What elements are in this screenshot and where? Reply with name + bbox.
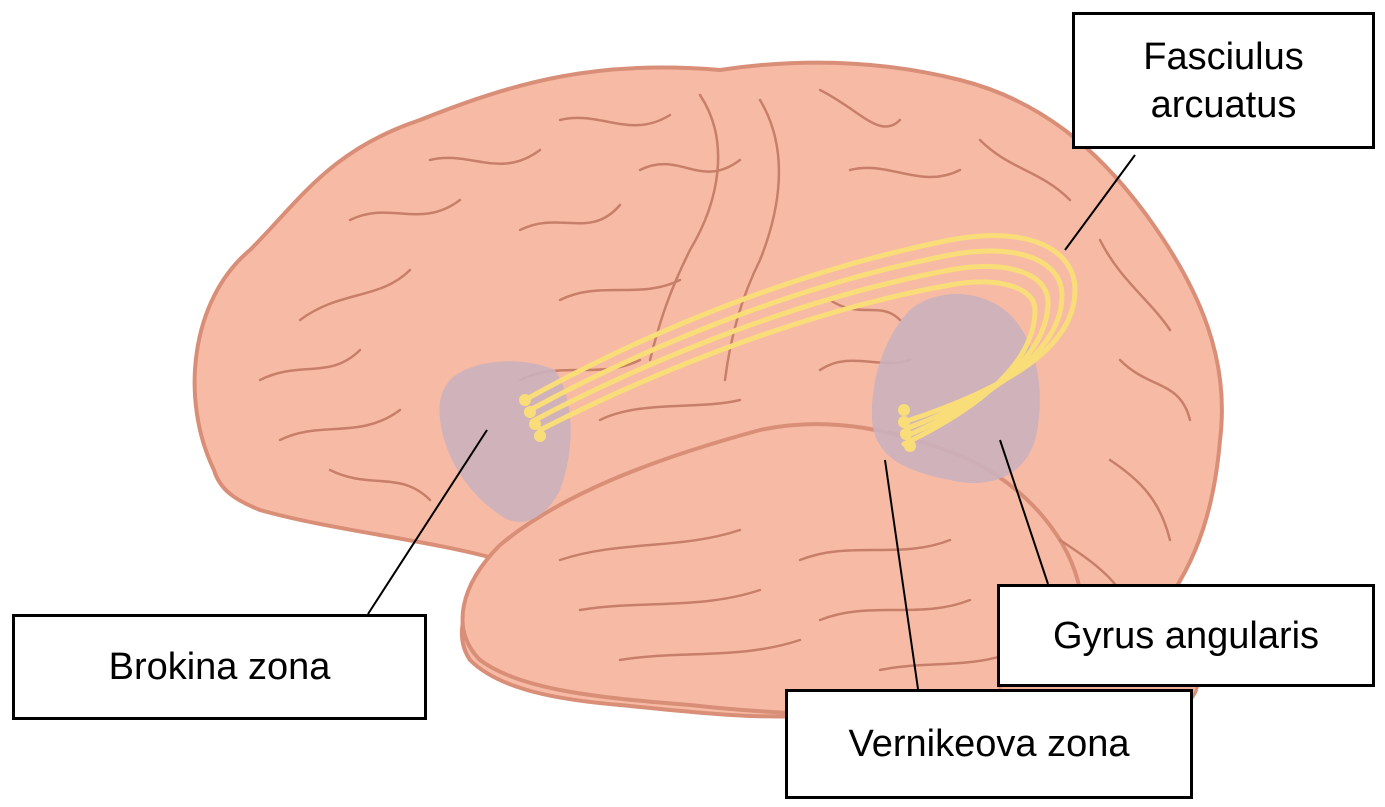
label-angular-text: Gyrus angularis <box>1053 612 1319 660</box>
label-wernicke-area: Vernikeova zona <box>785 689 1193 799</box>
label-wernicke-text: Vernikeova zona <box>849 720 1130 768</box>
label-fasciculus-arcuatus: Fasciulus arcuatus <box>1072 12 1375 149</box>
label-broca-text: Brokina zona <box>109 643 331 691</box>
label-fasciculus-text: Fasciulus arcuatus <box>1143 33 1304 129</box>
label-angular-gyrus: Gyrus angularis <box>997 584 1375 687</box>
label-broca-area: Brokina zona <box>12 614 427 720</box>
